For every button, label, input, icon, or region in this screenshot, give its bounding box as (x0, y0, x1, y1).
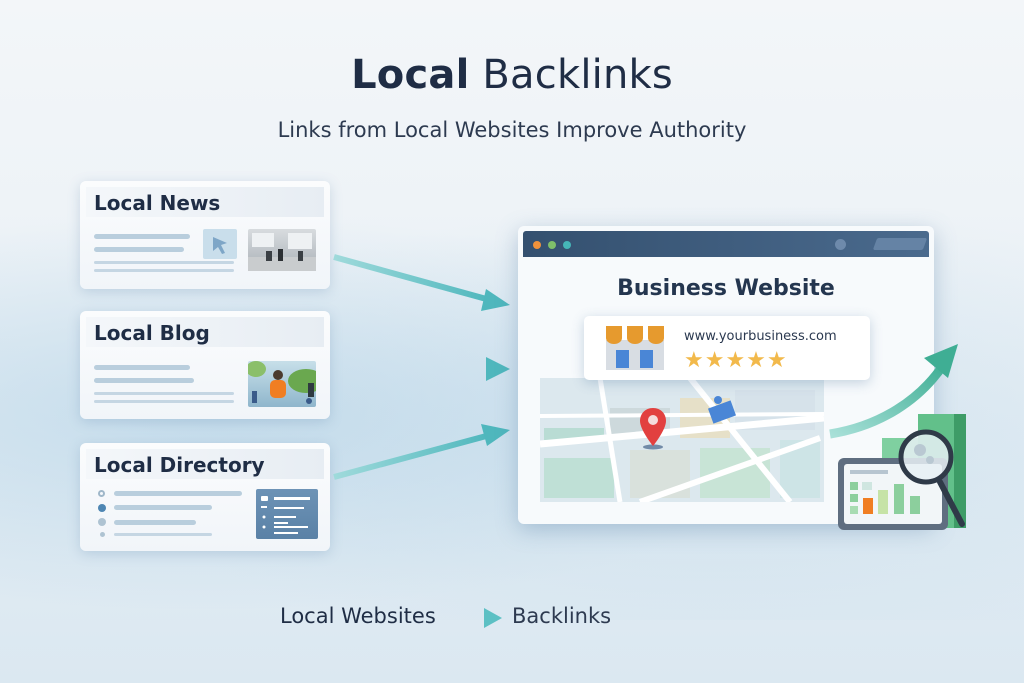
card-label: Local Directory (94, 453, 265, 477)
text-line (94, 400, 234, 403)
arrow-news-to-site (333, 254, 510, 311)
card-header (86, 187, 324, 217)
business-url: www.yourbusiness.com (684, 329, 837, 344)
source-card-local-news: Local News (80, 181, 330, 289)
magnifier-icon (898, 429, 965, 527)
pointer-icon (203, 229, 237, 259)
flow-to-label: Backlinks (512, 604, 612, 628)
blog-photo-thumbnail (246, 361, 324, 407)
source-card-local-directory: Local Directory (80, 443, 330, 551)
text-line (94, 378, 194, 383)
map-pin-icon (640, 408, 666, 450)
text-line (94, 247, 184, 252)
card-header (86, 449, 324, 479)
rating-stars: ★★★★★ (684, 348, 788, 373)
text-line (114, 520, 196, 525)
text-line (94, 269, 234, 272)
heart-bullet-icon (98, 504, 106, 512)
address-bar (872, 238, 928, 250)
text-line (114, 491, 242, 496)
office-photo-thumbnail (248, 229, 316, 271)
title-bold: Local (351, 52, 470, 98)
window-dot-teal (563, 241, 571, 249)
storefront-icon (606, 326, 664, 370)
map-area (540, 378, 824, 502)
source-card-local-blog: Local Blog (80, 311, 330, 419)
site-title: Business Website (617, 276, 835, 301)
list-bullet-icon (98, 490, 105, 497)
trend-arrow-up-icon (829, 344, 958, 439)
card-header (86, 317, 324, 347)
browser-title-bar (523, 231, 929, 257)
page-subtitle: Links from Local Websites Improve Author… (277, 118, 747, 142)
arrow-directory-to-site (333, 424, 510, 480)
flow-arrow-icon (450, 608, 502, 628)
title-regular: Backlinks (482, 52, 673, 98)
text-line (94, 392, 234, 395)
arrow-blog-to-site (334, 357, 510, 381)
text-line (114, 533, 212, 536)
list-bullet-icon (98, 518, 106, 526)
text-line (94, 261, 234, 264)
window-dot-green (548, 241, 556, 249)
window-dot-orange (533, 241, 541, 249)
growth-graphic (829, 344, 966, 530)
text-line (114, 505, 212, 510)
business-listing-card: www.yourbusiness.com ★★★★★ (584, 316, 870, 380)
browser-button-icon (835, 239, 846, 250)
page-title: Local Backlinks (0, 52, 1024, 98)
directory-panel-thumbnail (256, 489, 318, 539)
card-label: Local News (94, 191, 221, 215)
text-line (94, 234, 190, 239)
text-line (94, 365, 190, 370)
card-label: Local Blog (94, 321, 210, 345)
flow-from-label: Local Websites (280, 604, 436, 628)
list-bullet-icon (100, 532, 105, 537)
